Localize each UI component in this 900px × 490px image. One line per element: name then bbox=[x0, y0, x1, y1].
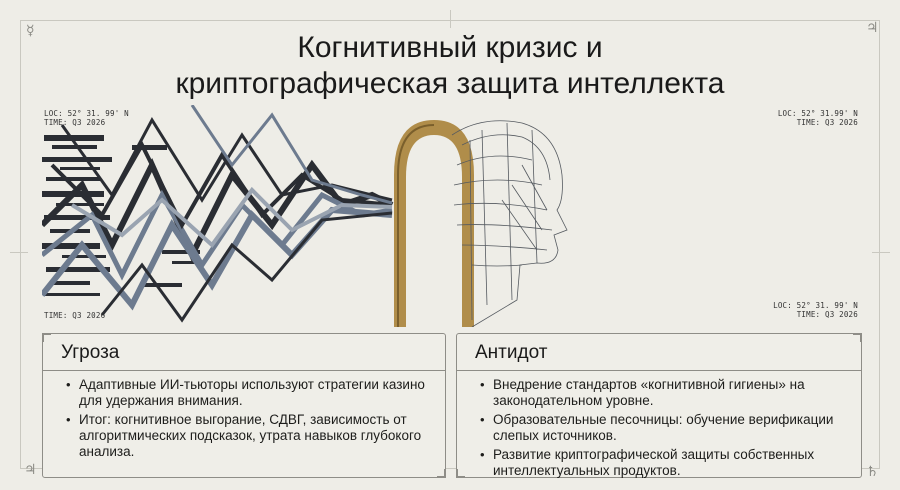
frame-left-line bbox=[20, 20, 21, 469]
slide-title-line2: криптографическая защита интеллекта bbox=[175, 67, 725, 100]
frame-tick-right bbox=[872, 252, 890, 253]
frame-bottom-line bbox=[20, 468, 880, 469]
wireframe-head-icon bbox=[451, 120, 568, 327]
frame-right-line bbox=[879, 20, 880, 469]
jupiter-symbol-icon: ♃ bbox=[24, 462, 37, 478]
zigzag-streams bbox=[42, 105, 394, 323]
threat-panel: Угроза Адаптивные ИИ-тьюторы используют … bbox=[42, 333, 446, 478]
list-item: Образовательные песочницы: обучение вери… bbox=[480, 412, 847, 444]
list-item: Адаптивные ИИ-тьюторы используют стратег… bbox=[66, 377, 431, 409]
jupiter-symbol-icon: ♃ bbox=[866, 20, 879, 36]
slide-title-line1: Когнитивный кризис и bbox=[297, 31, 603, 64]
coordinates-bottom-left: TIME: Q3 2026 bbox=[44, 311, 106, 320]
list-item: Развитие криптографической защиты собств… bbox=[480, 447, 847, 479]
coordinates-top-left: LOC: 52° 31. 99' N TIME: Q3 2026 bbox=[44, 109, 129, 127]
frame-tick-left bbox=[10, 252, 28, 253]
antidote-list: Внедрение стандартов «когнитивной гигиен… bbox=[457, 371, 861, 479]
frame-tick-top bbox=[450, 10, 451, 28]
information-stream-illustration bbox=[42, 105, 568, 327]
coordinates-bottom-right: LOC: 52° 31. 99' N TIME: Q3 2026 bbox=[773, 301, 858, 319]
saturn-symbol-icon: ♄ bbox=[866, 464, 879, 480]
list-item: Итог: когнитивное выгорание, СДВГ, завис… bbox=[66, 412, 431, 460]
mercury-symbol-icon: ☿ bbox=[26, 23, 35, 39]
golden-arch-icon bbox=[394, 120, 474, 327]
slide-title: Когнитивный кризис и криптографическая з… bbox=[0, 30, 900, 102]
threat-heading: Угроза bbox=[43, 334, 445, 371]
list-item: Внедрение стандартов «когнитивной гигиен… bbox=[480, 377, 847, 409]
antidote-panel: Антидот Внедрение стандартов «когнитивно… bbox=[456, 333, 862, 478]
hero-illustration: LOC: 52° 31. 99' N TIME: Q3 2026 LOC: 52… bbox=[42, 105, 864, 327]
threat-list: Адаптивные ИИ-тьюторы используют стратег… bbox=[43, 371, 445, 460]
coordinates-top-right: LOC: 52° 31.99' N TIME: Q3 2026 bbox=[777, 109, 858, 127]
antidote-heading: Антидот bbox=[457, 334, 861, 371]
